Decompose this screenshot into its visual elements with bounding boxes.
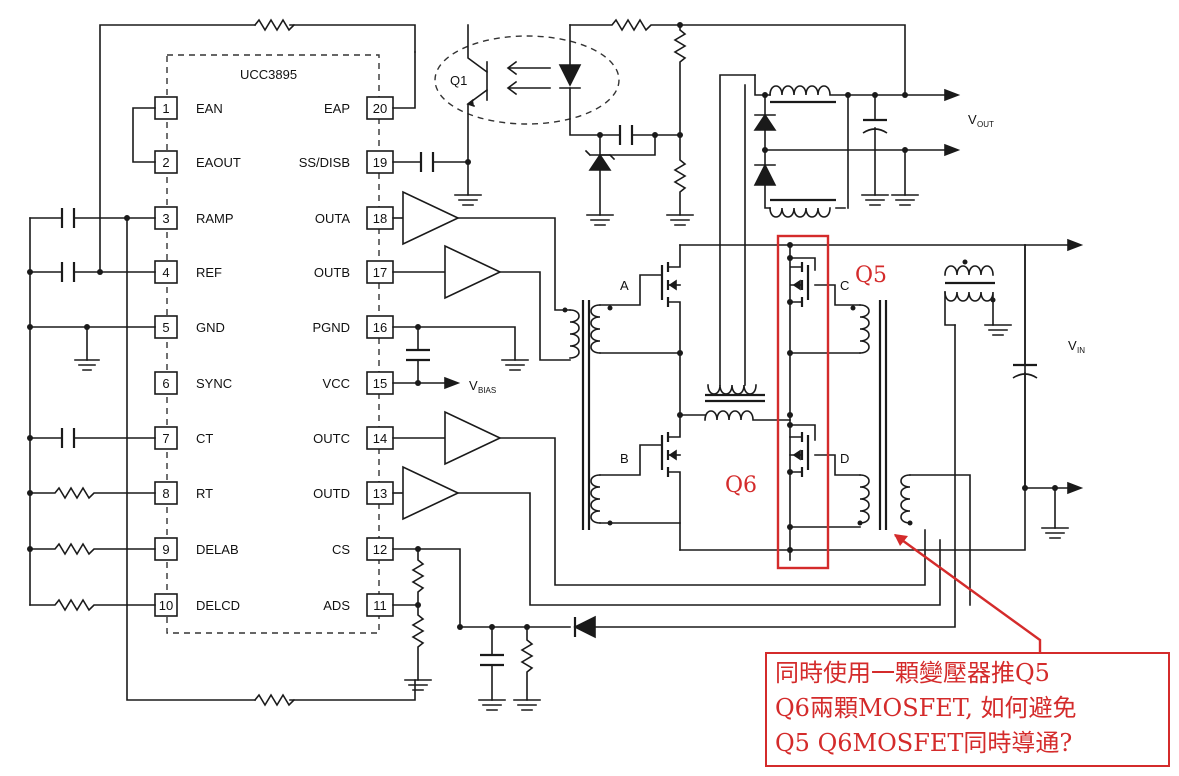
- pin-15-name: VCC: [323, 376, 350, 391]
- pin-7-number: 7: [162, 431, 169, 446]
- pin-20-name: EAP: [324, 101, 350, 116]
- pin-7-name: CT: [196, 431, 213, 446]
- q5-highlight-box: [776, 234, 830, 570]
- note-line-1: 同時使用一顆變壓器推Q5: [775, 659, 1050, 687]
- pin-13-number: 13: [373, 486, 387, 501]
- pin-8-name: RT: [196, 486, 213, 501]
- pin-19-name: SS/DISB: [299, 155, 350, 170]
- q5-label: Q5: [855, 263, 887, 288]
- pin-2-name: EAOUT: [196, 155, 241, 170]
- note-line-3: Q5 Q6MOSFET同時導通?: [775, 729, 1073, 757]
- ucc3895-chip-outline: [166, 54, 380, 634]
- pin-4-number: 4: [162, 265, 169, 280]
- fet-d-label: D: [840, 451, 849, 466]
- pin-8-number: 8: [162, 486, 169, 501]
- callout-arrowhead: [894, 534, 908, 546]
- pin-16-number: 16: [373, 320, 387, 335]
- pin-6-number: 6: [162, 376, 169, 391]
- note-line-2: Q6兩顆MOSFET, 如何避免: [775, 694, 1077, 722]
- pin-15-number: 15: [373, 376, 387, 391]
- pin-12-number: 12: [373, 542, 387, 557]
- pin-19-number: 19: [373, 155, 387, 170]
- pin-4-name: REF: [196, 265, 222, 280]
- vbias-label: V: [469, 378, 478, 393]
- callout-leader-line: [894, 534, 1042, 652]
- pin-16-name: PGND: [312, 320, 350, 335]
- pin-14-number: 14: [373, 431, 387, 446]
- pin-18-name: OUTA: [315, 211, 350, 226]
- pin-10-name: DELCD: [196, 598, 240, 613]
- pin-9-name: DELAB: [196, 542, 239, 557]
- pin-20-number: 20: [373, 101, 387, 116]
- pin-14-name: OUTC: [313, 431, 350, 446]
- q6-label: Q6: [725, 473, 757, 498]
- fet-a-label: A: [620, 278, 629, 293]
- pin-11-number: 11: [373, 598, 387, 613]
- chip-pins: 1 EAN 2 EAOUT 3 RAMP 4 REF 5 GND 6 SYNC 7 CT 8 RT 9 DELAB…: [154, 96, 394, 617]
- pin-5-number: 5: [162, 320, 169, 335]
- vout-sub: OUT: [977, 120, 994, 129]
- pin-3-number: 3: [162, 211, 169, 226]
- q1-label: Q1: [450, 73, 467, 88]
- pin-3-name: RAMP: [196, 211, 234, 226]
- vbias-sub: BIAS: [478, 386, 496, 395]
- pin-1-name: EAN: [196, 101, 223, 116]
- pin-6-box: [154, 371, 178, 395]
- pin-2-number: 2: [162, 155, 169, 170]
- vout-label: V: [968, 112, 977, 127]
- pin-11-name: ADS: [323, 598, 350, 613]
- pin-9-number: 9: [162, 542, 169, 557]
- vin-label: V: [1068, 338, 1077, 353]
- pin-10-number: 10: [159, 598, 173, 613]
- pin-12-name: CS: [332, 542, 350, 557]
- pin-6-name: SYNC: [196, 376, 232, 391]
- pin-17-name: OUTB: [314, 265, 350, 280]
- pin-5-name: GND: [196, 320, 225, 335]
- fet-b-label: B: [620, 451, 629, 466]
- chip-name: UCC3895: [240, 67, 297, 82]
- pin-17-number: 17: [373, 265, 387, 280]
- vin-sub: IN: [1077, 346, 1085, 355]
- question-note-box: 同時使用一顆變壓器推Q5 Q6兩顆MOSFET, 如何避免 Q5 Q6MOSFE…: [765, 652, 1170, 767]
- pin-13-name: OUTD: [313, 486, 350, 501]
- pin-18-number: 18: [373, 211, 387, 226]
- fet-c-label: C: [840, 278, 849, 293]
- pin-1-number: 1: [162, 101, 169, 116]
